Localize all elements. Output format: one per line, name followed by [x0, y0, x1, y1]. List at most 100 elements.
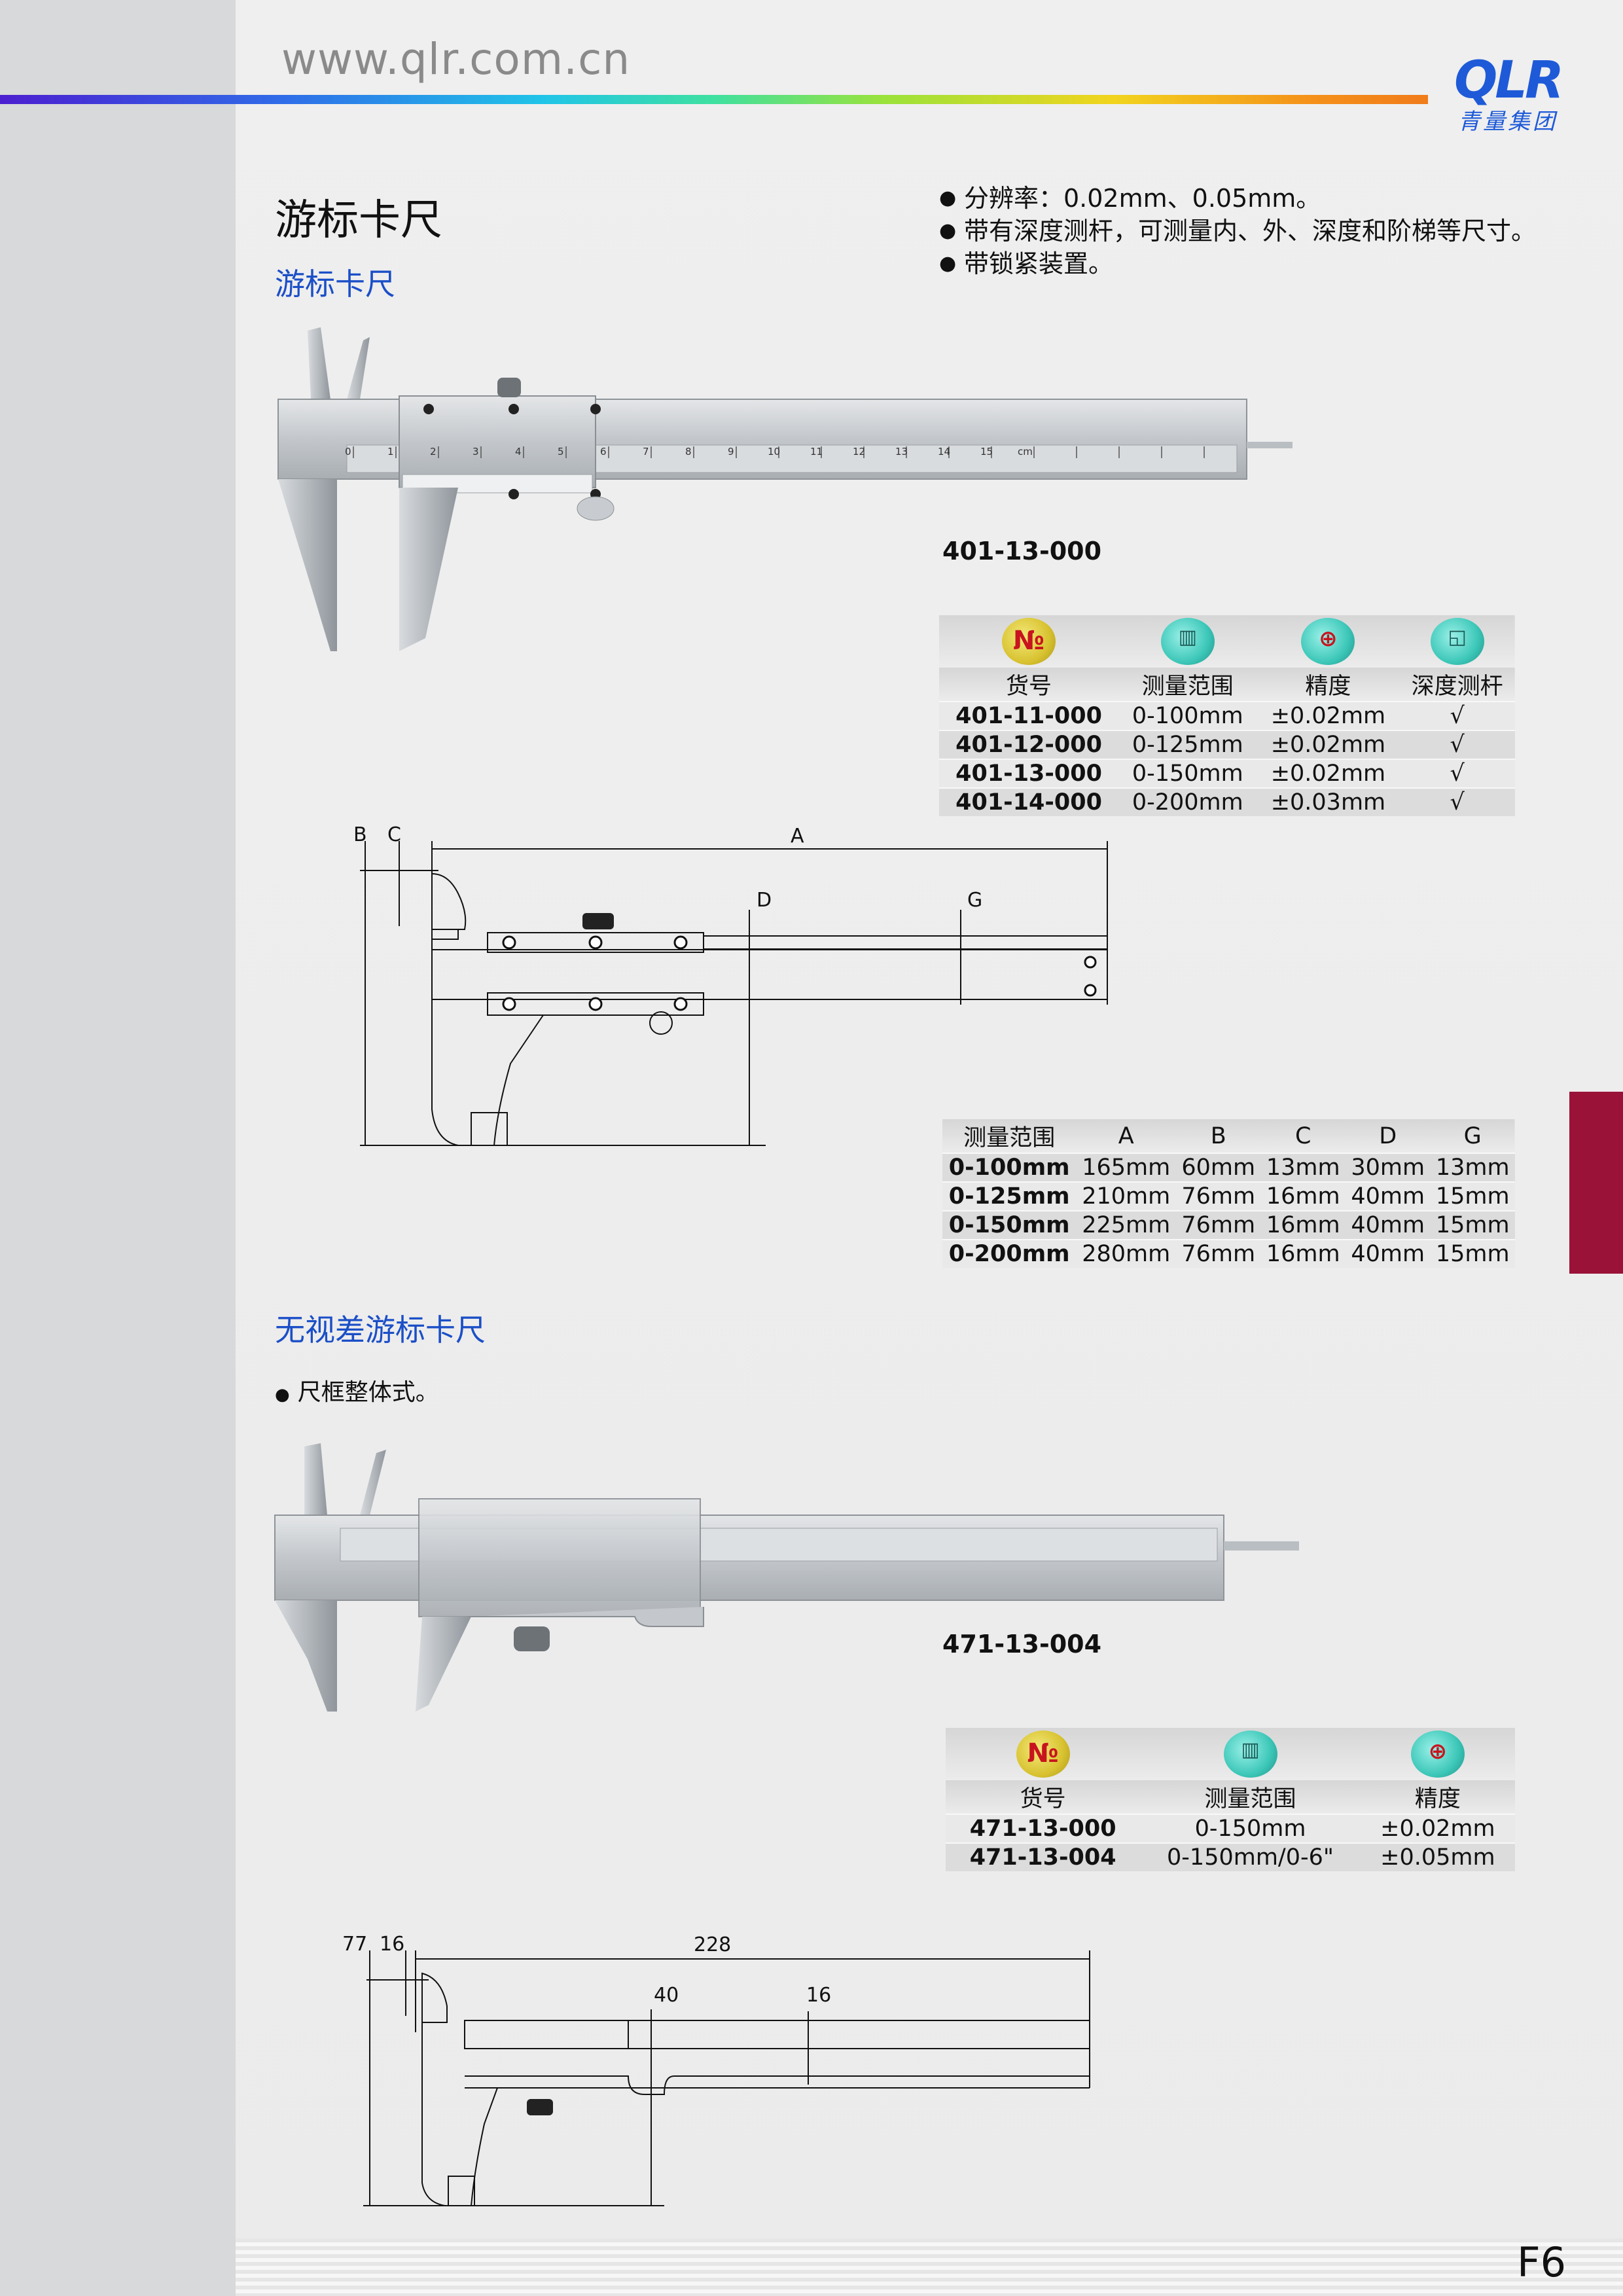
dim-label-g: G	[967, 889, 982, 912]
accuracy-icon: ⊕	[1301, 618, 1355, 665]
cell: 15mm	[1435, 1212, 1510, 1238]
cell: 60mm	[1181, 1155, 1256, 1181]
cell: √	[1450, 789, 1465, 816]
col-header: A	[1118, 1122, 1134, 1149]
number-icon: №	[1016, 1731, 1070, 1778]
range-icon: ▥	[1223, 1731, 1277, 1778]
cell: √	[1450, 732, 1465, 758]
feature-list: 分辨率：0.02mm、0.05mm。 带有深度测杆，可测量内、外、深度和阶梯等尺…	[939, 182, 1541, 280]
scale-number: 0	[345, 446, 351, 457]
table-row: 471-13-004 0-150mm/0-6" ±0.05mm	[946, 1843, 1515, 1871]
scale-number: 2	[430, 446, 437, 457]
icon-cell: ⊕	[1361, 1728, 1515, 1780]
depth-icon: ◱	[1430, 618, 1484, 665]
scale-number: 12	[853, 446, 865, 457]
table-row: 401-14-000 0-200mm ±0.03mm √	[939, 788, 1515, 816]
cell: 40mm	[1351, 1241, 1425, 1267]
col-header: 精度	[1305, 673, 1351, 700]
scale-number: 11	[810, 446, 823, 457]
site-url[interactable]: www.qlr.com.cn	[281, 34, 631, 84]
col-header: 测量范围	[963, 1125, 1056, 1151]
cell: 471-13-004	[969, 1844, 1116, 1871]
dim-label-c: C	[387, 823, 401, 846]
scale-number: 14	[938, 446, 950, 457]
cell: 15mm	[1435, 1183, 1510, 1210]
cell: ±0.02mm	[1270, 761, 1386, 787]
page-title: 游标卡尺	[275, 196, 442, 245]
table-row: 401-11-000 0-100mm ±0.02mm √	[939, 702, 1515, 730]
dim-label-77: 77	[342, 1933, 367, 1956]
icon-cell: ▥	[1140, 1728, 1360, 1780]
scale-number: 3	[473, 446, 479, 457]
dim-label-d: D	[757, 889, 772, 912]
table-row: 401-12-000 0-125mm ±0.02mm √	[939, 730, 1515, 759]
cell: ±0.05mm	[1380, 1844, 1495, 1871]
cell: 76mm	[1181, 1212, 1256, 1238]
feature-text: 尺框整体式。	[297, 1379, 439, 1406]
number-icon: №	[1002, 618, 1056, 665]
left-sidebar-band	[0, 0, 236, 2296]
scale-number: 15	[980, 446, 993, 457]
scale-number: 6	[600, 446, 607, 457]
table-row: 0-125mm 210mm 76mm 16mm 40mm 15mm	[942, 1182, 1515, 1211]
col-header: B	[1210, 1122, 1226, 1149]
icon-cell: ◱	[1399, 615, 1515, 668]
col-header: D	[1379, 1122, 1397, 1149]
model-number: 401-13-000	[942, 537, 1102, 565]
section1-subtitle: 游标卡尺	[275, 266, 395, 302]
feature-item: 带有深度测杆，可测量内、外、深度和阶梯等尺寸。	[939, 215, 1541, 247]
col-header: 测量范围	[1204, 1786, 1296, 1812]
cell: 40mm	[1351, 1212, 1425, 1238]
accuracy-icon: ⊕	[1410, 1731, 1465, 1778]
cell: 471-13-000	[969, 1816, 1116, 1842]
table-row: 471-13-000 0-150mm ±0.02mm	[946, 1814, 1515, 1843]
cell: 76mm	[1181, 1183, 1256, 1210]
caliper-drawing-401: B C A D G	[353, 823, 1108, 1146]
spec-table-401: № ▥ ⊕ ◱ 货号 测量范围 精度 深度测杆 401-11-000 0-100…	[939, 615, 1515, 816]
cell: 401-14-000	[955, 789, 1102, 816]
icon-cell: ⊕	[1257, 615, 1400, 668]
table-row: 0-150mm 225mm 76mm 16mm 40mm 15mm	[942, 1211, 1515, 1240]
cell: 401-13-000	[955, 761, 1102, 787]
cell: 0-150mm/0-6"	[1167, 1844, 1334, 1871]
cell: 0-150mm	[948, 1212, 1070, 1238]
cell: 280mm	[1082, 1241, 1171, 1267]
rainbow-divider	[0, 95, 1428, 104]
col-header: 精度	[1414, 1786, 1461, 1812]
scale-number: 13	[895, 446, 908, 457]
cell: 16mm	[1266, 1212, 1340, 1238]
dim-label-40: 40	[654, 1984, 679, 2007]
scale-number: 8	[685, 446, 692, 457]
cell: ±0.02mm	[1380, 1816, 1495, 1842]
icon-cell: №	[939, 615, 1118, 668]
caliper-photo-401: 0 1 2 3 4 5 6 7 8 9 10 11 12 13 14 15 cm	[277, 327, 1293, 651]
logo-subtitle: 青量集团	[1458, 109, 1558, 135]
col-header: 深度测杆	[1411, 673, 1503, 700]
table-row: 401-13-000 0-150mm ±0.02mm √	[939, 759, 1515, 788]
cell: 30mm	[1351, 1155, 1425, 1181]
dim-label-a: A	[791, 825, 804, 848]
col-header: 测量范围	[1141, 673, 1234, 700]
cell: 0-100mm	[948, 1155, 1070, 1181]
col-header: C	[1295, 1122, 1311, 1149]
cell: 76mm	[1181, 1241, 1256, 1267]
range-icon: ▥	[1160, 618, 1215, 665]
cell: 15mm	[1435, 1241, 1510, 1267]
model-number: 471-13-004	[942, 1630, 1102, 1659]
scale-number: 7	[643, 446, 649, 457]
cell: 225mm	[1082, 1212, 1171, 1238]
cell: 210mm	[1082, 1183, 1171, 1210]
cell: 0-200mm	[1132, 789, 1243, 816]
scale-unit: cm	[1018, 446, 1033, 457]
cell: 401-11-000	[955, 703, 1102, 729]
scale-number: 1	[387, 446, 394, 457]
cell: 13mm	[1435, 1155, 1510, 1181]
dim-label-b: B	[353, 823, 367, 846]
cell: 0-200mm	[948, 1241, 1070, 1267]
cell: 0-125mm	[948, 1183, 1070, 1210]
cell: 0-150mm	[1194, 1816, 1306, 1842]
scale-number: 4	[515, 446, 522, 457]
cell: 13mm	[1266, 1155, 1340, 1181]
col-header: G	[1463, 1122, 1482, 1149]
cell: 0-100mm	[1132, 703, 1243, 729]
